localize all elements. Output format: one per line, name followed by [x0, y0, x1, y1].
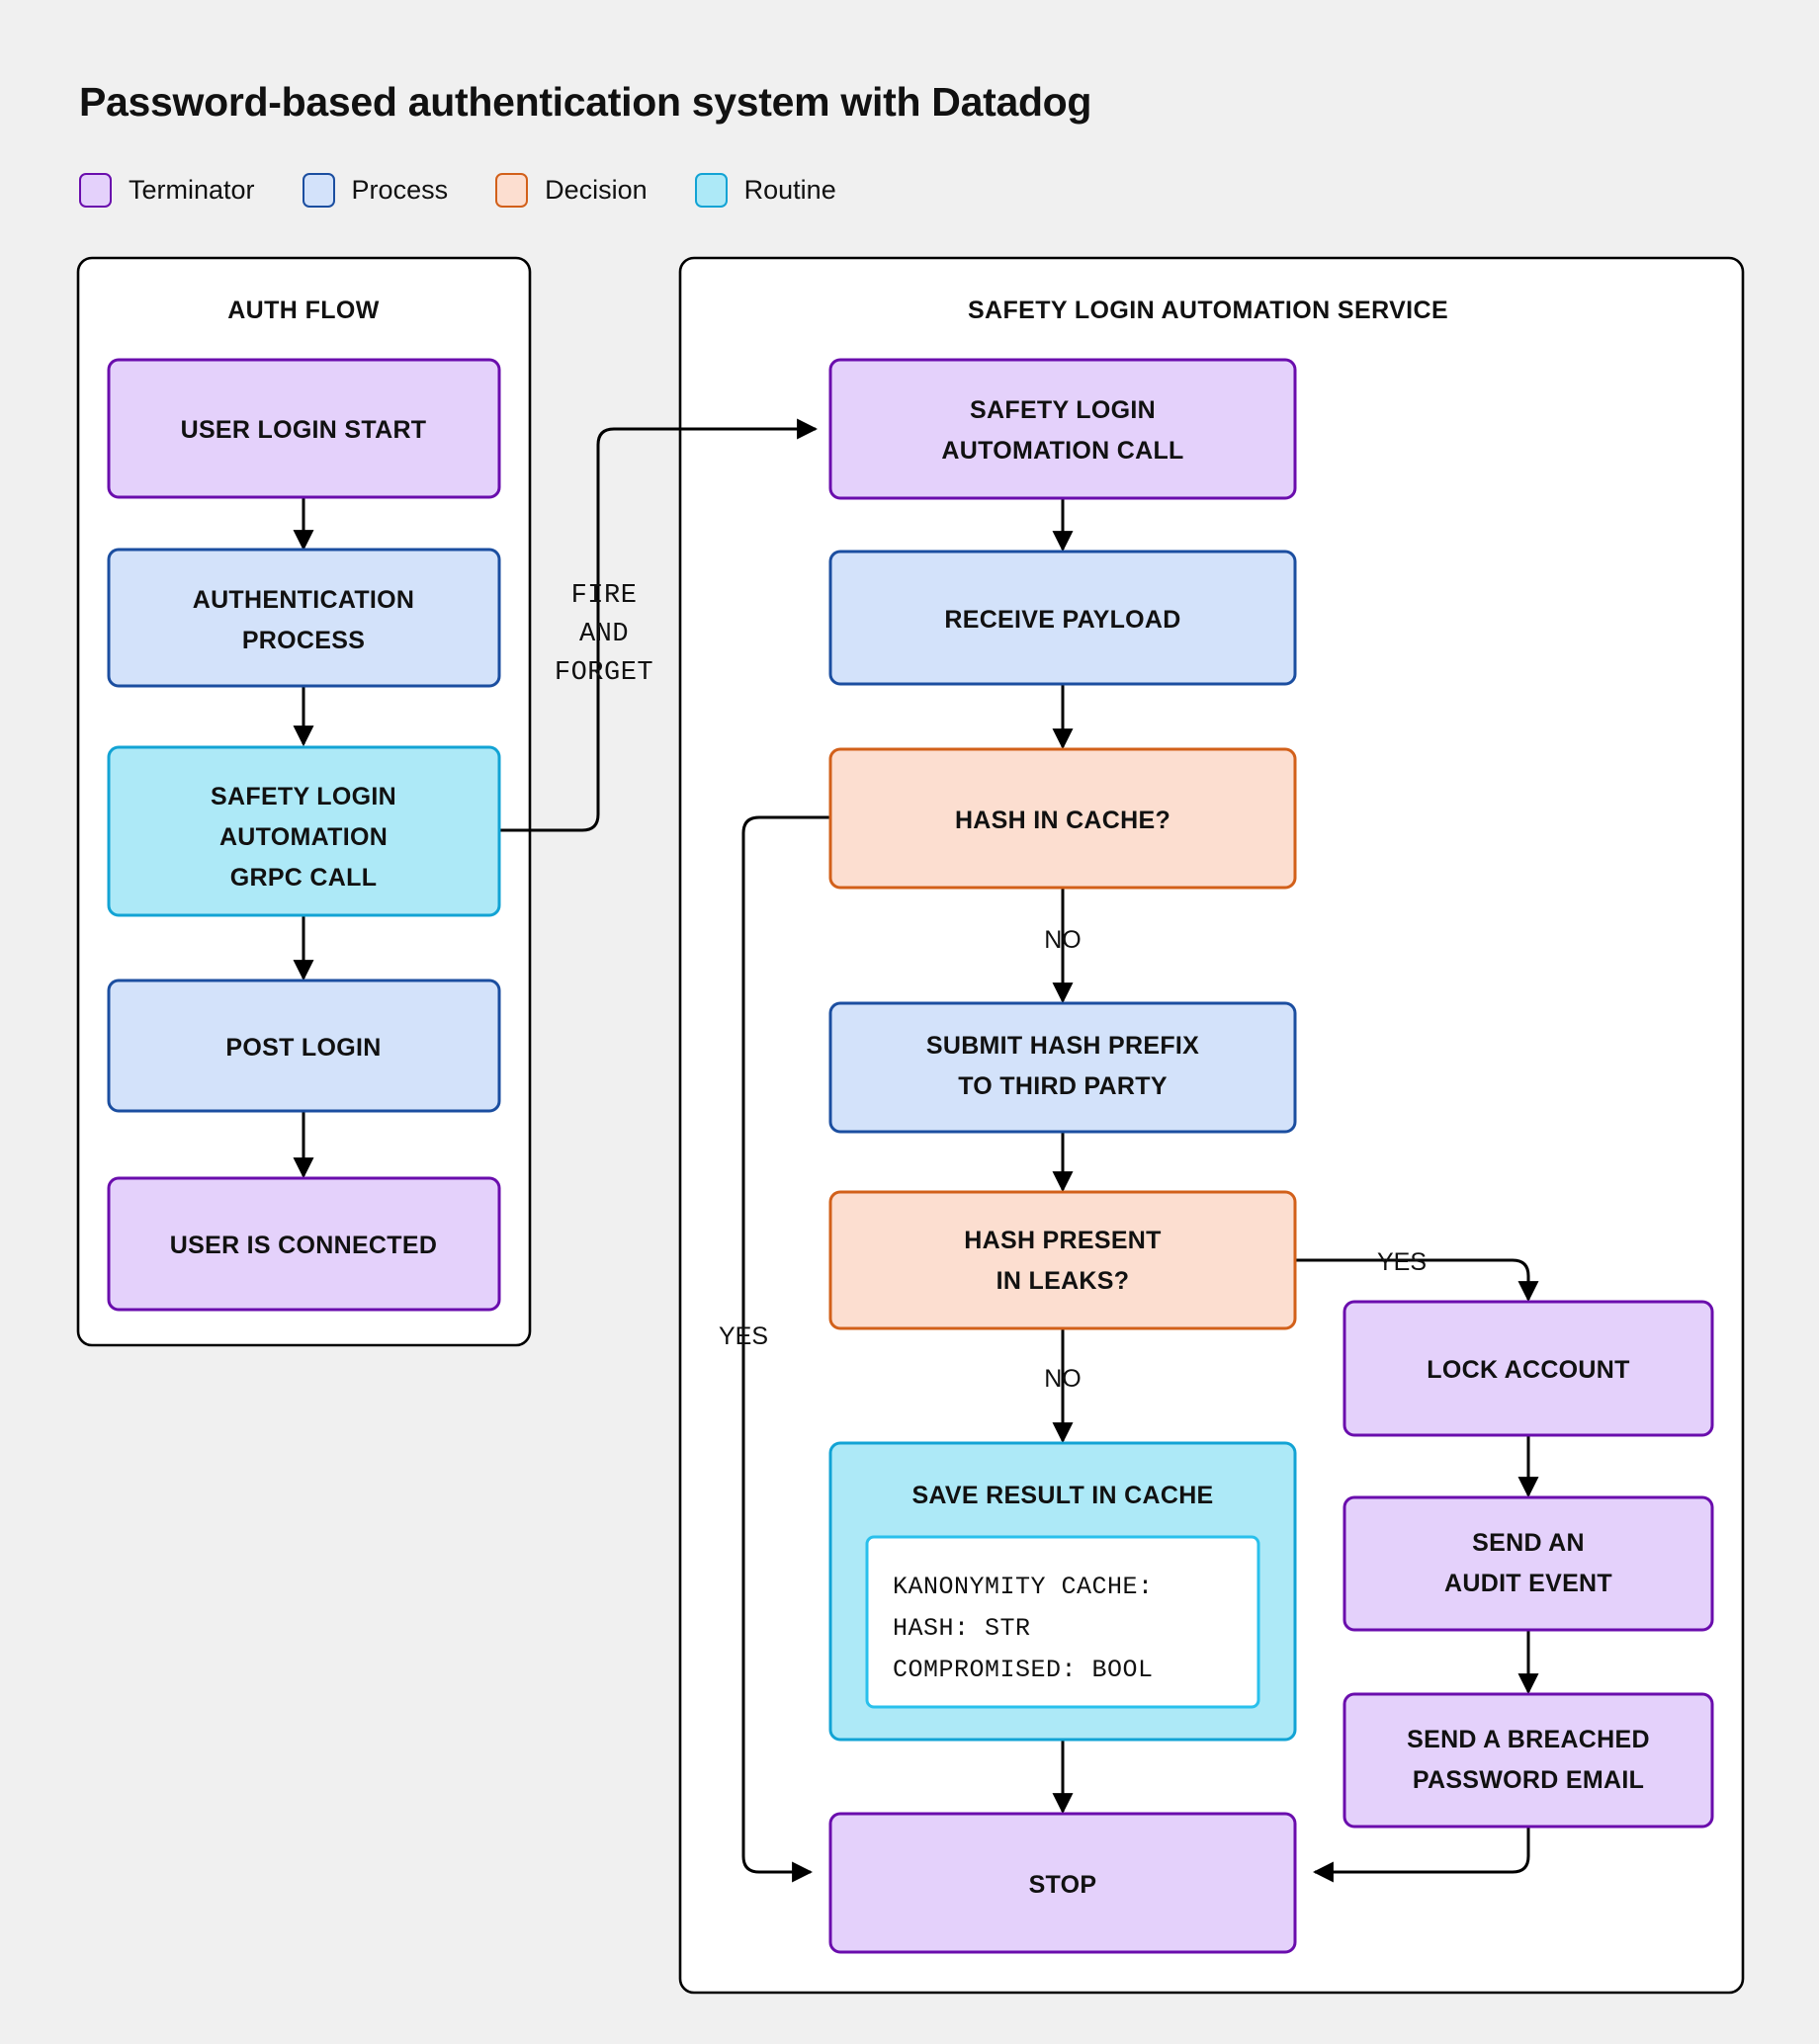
- process-swatch-icon: [302, 173, 335, 208]
- terminator-swatch-icon: [79, 173, 112, 208]
- node-hash-present-in-leaks[interactable]: HASH PRESENT IN LEAKS?: [828, 1190, 1297, 1330]
- node-hash-present-in-leaks-shape[interactable]: [828, 1190, 1297, 1330]
- node-grpc-call-shape[interactable]: [107, 745, 501, 917]
- node-send-breached-password-email-label-2: PASSWORD EMAIL: [1413, 1766, 1644, 1794]
- node-user-is-connected-label: USER IS CONNECTED: [170, 1232, 437, 1259]
- node-lock-account-label: LOCK ACCOUNT: [1427, 1356, 1629, 1384]
- panel-title-auth-flow: AUTH FLOW: [227, 297, 380, 324]
- edge-hash-leaks-yes: [1294, 1258, 1539, 1303]
- node-grpc-call-label-2: AUTOMATION: [219, 823, 388, 851]
- cache-schema-box: [865, 1535, 1260, 1709]
- node-send-an-audit-event-label-2: AUDIT EVENT: [1444, 1570, 1612, 1597]
- node-save-result-in-cache[interactable]: SAVE RESULT IN CACHE KANONYMITY CACHE: H…: [828, 1441, 1297, 1742]
- node-post-login-shape[interactable]: [107, 979, 501, 1113]
- node-stop-shape[interactable]: [828, 1812, 1297, 1954]
- legend-item-terminator: Terminator: [79, 173, 255, 208]
- legend-label-terminator: Terminator: [129, 175, 255, 205]
- node-hash-in-cache[interactable]: HASH IN CACHE?: [828, 747, 1297, 890]
- node-send-breached-password-email[interactable]: SEND A BREACHED PASSWORD EMAIL: [1343, 1692, 1714, 1829]
- node-authentication-process-shape[interactable]: [107, 548, 501, 688]
- node-send-breached-password-email-label-1: SEND A BREACHED: [1407, 1726, 1650, 1753]
- node-safety-login-automation-call[interactable]: SAFETY LOGIN AUTOMATION CALL: [828, 358, 1297, 500]
- cache-schema-line-2: HASH: STR: [893, 1614, 1031, 1643]
- node-post-login[interactable]: POST LOGIN: [107, 979, 501, 1113]
- node-automation-call-label-2: AUTOMATION CALL: [941, 437, 1183, 465]
- node-authentication-process-label-2: PROCESS: [242, 627, 365, 654]
- node-lock-account-shape[interactable]: [1343, 1300, 1714, 1437]
- edge-breached-email-to-stop: [1312, 1825, 1530, 1883]
- node-receive-payload-label: RECEIVE PAYLOAD: [944, 606, 1180, 634]
- node-receive-payload[interactable]: RECEIVE PAYLOAD: [828, 550, 1297, 686]
- node-stop[interactable]: STOP: [828, 1812, 1297, 1954]
- node-authentication-process[interactable]: AUTHENTICATION PROCESS: [107, 548, 501, 688]
- decision-swatch-icon: [495, 173, 529, 208]
- node-user-is-connected[interactable]: USER IS CONNECTED: [107, 1176, 501, 1312]
- node-submit-hash-prefix[interactable]: SUBMIT HASH PREFIX TO THIRD PARTY: [828, 1001, 1297, 1134]
- legend-label-routine: Routine: [743, 175, 836, 205]
- node-submit-hash-prefix-shape[interactable]: [828, 1001, 1297, 1134]
- edge-label-hash-leaks-no: NO: [1044, 1365, 1082, 1393]
- node-send-an-audit-event[interactable]: SEND AN AUDIT EVENT: [1343, 1495, 1714, 1632]
- page-title: Password-based authentication system wit…: [79, 79, 1092, 125]
- cache-schema-line-3: COMPROMISED: BOOL: [893, 1656, 1154, 1684]
- node-send-an-audit-event-label-1: SEND AN: [1472, 1529, 1585, 1557]
- node-hash-in-cache-label: HASH IN CACHE?: [955, 807, 1170, 834]
- node-grpc-call-label-3: GRPC CALL: [230, 864, 378, 892]
- node-send-an-audit-event-shape[interactable]: [1343, 1495, 1714, 1632]
- node-post-login-label: POST LOGIN: [225, 1034, 381, 1062]
- node-user-login-start-shape[interactable]: [107, 358, 501, 499]
- node-hash-in-cache-shape[interactable]: [828, 747, 1297, 890]
- node-user-login-start-label: USER LOGIN START: [181, 416, 427, 444]
- node-automation-call-shape[interactable]: [828, 358, 1297, 500]
- node-authentication-process-label-1: AUTHENTICATION: [193, 586, 415, 614]
- edge-fire-and-forget: [495, 418, 819, 832]
- node-submit-hash-prefix-label-2: TO THIRD PARTY: [958, 1072, 1168, 1100]
- node-hash-present-in-leaks-label-1: HASH PRESENT: [964, 1227, 1161, 1254]
- legend-item-decision: Decision: [495, 173, 648, 208]
- edge-label-fire: FIRE: [571, 581, 638, 611]
- edge-label-forget: FORGET: [555, 658, 653, 688]
- node-grpc-call-label-1: SAFETY LOGIN: [211, 783, 396, 810]
- routine-swatch-icon: [694, 173, 728, 208]
- node-receive-payload-shape[interactable]: [828, 550, 1297, 686]
- node-user-is-connected-shape[interactable]: [107, 1176, 501, 1312]
- node-automation-call-label-1: SAFETY LOGIN: [970, 396, 1156, 424]
- legend: Terminator Process Decision Routine: [79, 173, 884, 208]
- legend-label-process: Process: [351, 175, 449, 205]
- edge-label-hash-in-cache-no: NO: [1044, 926, 1082, 954]
- edge-label-hash-leaks-yes: YES: [1377, 1248, 1427, 1276]
- node-safety-login-automation-grpc-call[interactable]: SAFETY LOGIN AUTOMATION GRPC CALL: [107, 745, 501, 917]
- node-hash-present-in-leaks-label-2: IN LEAKS?: [996, 1267, 1130, 1295]
- panel-title-safety-login: SAFETY LOGIN AUTOMATION SERVICE: [968, 297, 1448, 324]
- node-save-result-in-cache-label: SAVE RESULT IN CACHE: [911, 1482, 1213, 1509]
- node-stop-label: STOP: [1029, 1871, 1097, 1899]
- edge-label-hash-in-cache-yes: YES: [719, 1322, 768, 1350]
- legend-item-routine: Routine: [694, 173, 836, 208]
- node-submit-hash-prefix-label-1: SUBMIT HASH PREFIX: [926, 1032, 1199, 1060]
- edge-hash-in-cache-yes: [741, 815, 830, 1883]
- legend-label-decision: Decision: [545, 175, 648, 205]
- node-send-breached-password-email-shape[interactable]: [1343, 1692, 1714, 1829]
- edge-label-and: AND: [579, 620, 629, 649]
- legend-item-process: Process: [302, 173, 449, 208]
- node-lock-account[interactable]: LOCK ACCOUNT: [1343, 1300, 1714, 1437]
- node-user-login-start[interactable]: USER LOGIN START: [107, 358, 501, 499]
- cache-schema-line-1: KANONYMITY CACHE:: [893, 1573, 1154, 1601]
